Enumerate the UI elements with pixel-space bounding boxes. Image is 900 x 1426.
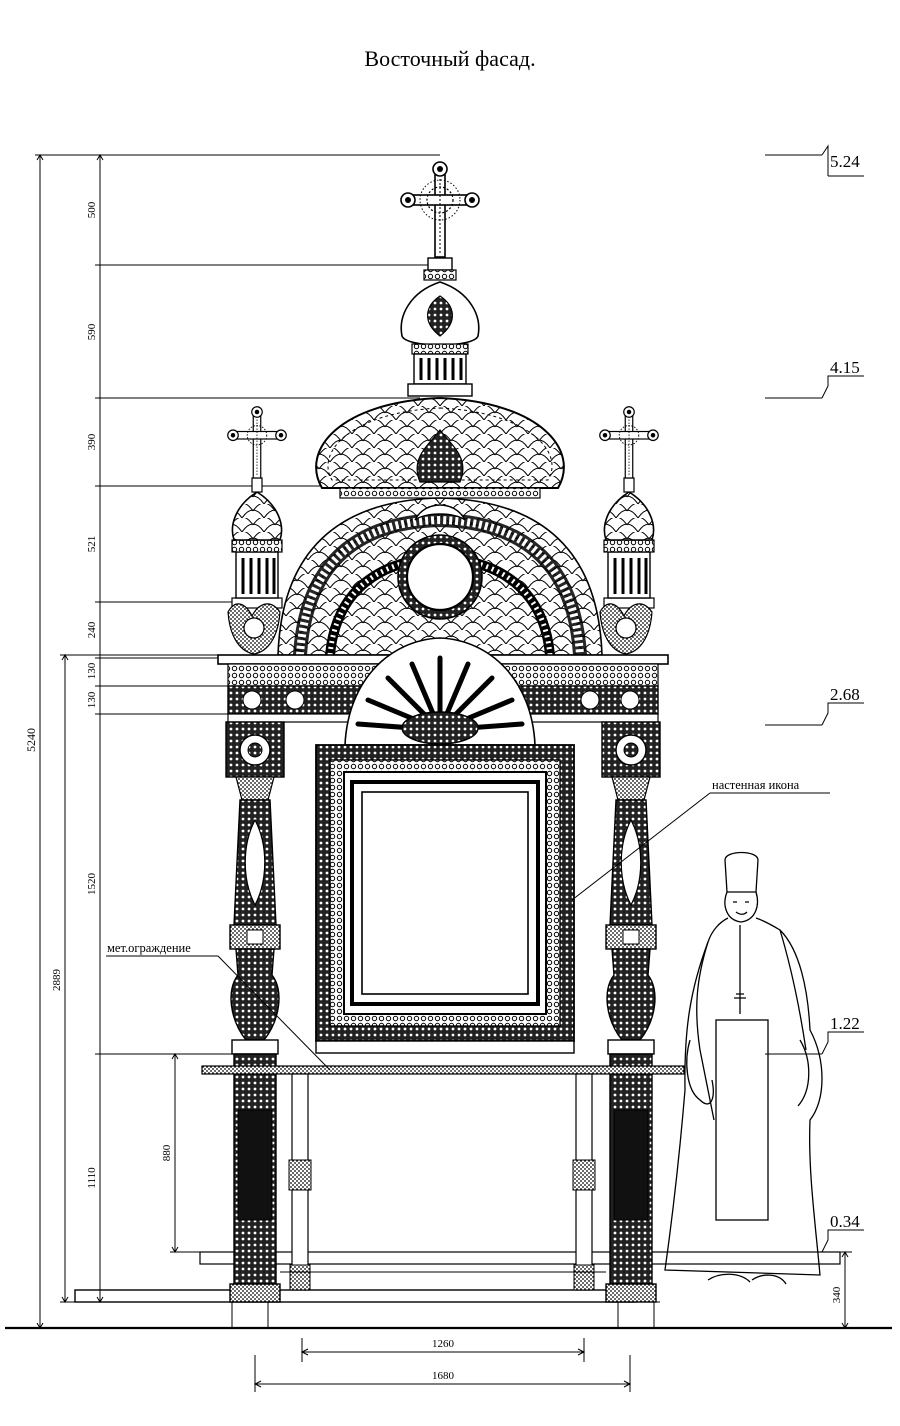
dim-590: 590 [86,323,98,340]
dim-130-b: 130 [86,691,98,708]
icon-frame [315,744,575,1054]
right-column [601,721,661,1303]
right-turret [603,477,655,609]
level-2-68: 2.68 [830,685,860,704]
left-turret [231,477,283,609]
dim-521: 521 [86,536,98,553]
level-4-15: 4.15 [830,358,860,377]
level-marks [765,144,864,1329]
dim-1520: 1520 [86,873,98,896]
canopy-dome [315,396,565,499]
bottom-dimensions [253,1338,632,1392]
metal-railing [201,1065,685,1291]
level-1-22: 1.22 [830,1014,860,1033]
dim-340: 340 [831,1286,843,1303]
drawing-title: Восточный фасад. [364,46,536,71]
tympanum-shell [344,637,536,746]
level-5-24: 5.24 [830,152,860,171]
label-wall-icon: настенная икона [712,778,800,792]
left-column [225,721,285,1303]
dim-2889: 2889 [51,969,63,992]
dim-1110: 1110 [86,1167,98,1189]
dim-880: 880 [161,1144,173,1161]
label-metal-railing: мет.ограждение [107,941,191,955]
level-0-34: 0.34 [830,1212,860,1231]
plinth-upper [199,1251,841,1265]
dim-1260: 1260 [432,1338,455,1350]
dim-130-a: 130 [86,662,98,679]
onion-dome-icon [400,257,480,397]
priest-figure-icon [664,851,823,1285]
right-cross-icon [599,406,659,479]
cherub-icon [227,603,653,655]
left-dimension-chain [35,154,440,1329]
plinth-lower [74,1289,636,1303]
dim-overall-5240: 5240 [24,728,38,752]
arch [277,497,603,656]
left-cross-icon [227,406,287,479]
annotation-leaders [106,792,830,1071]
dim-500: 500 [86,201,98,218]
dim-1680: 1680 [432,1370,455,1382]
cross-icon [400,161,480,258]
dim-390: 390 [86,433,98,450]
dim-240: 240 [86,621,98,638]
